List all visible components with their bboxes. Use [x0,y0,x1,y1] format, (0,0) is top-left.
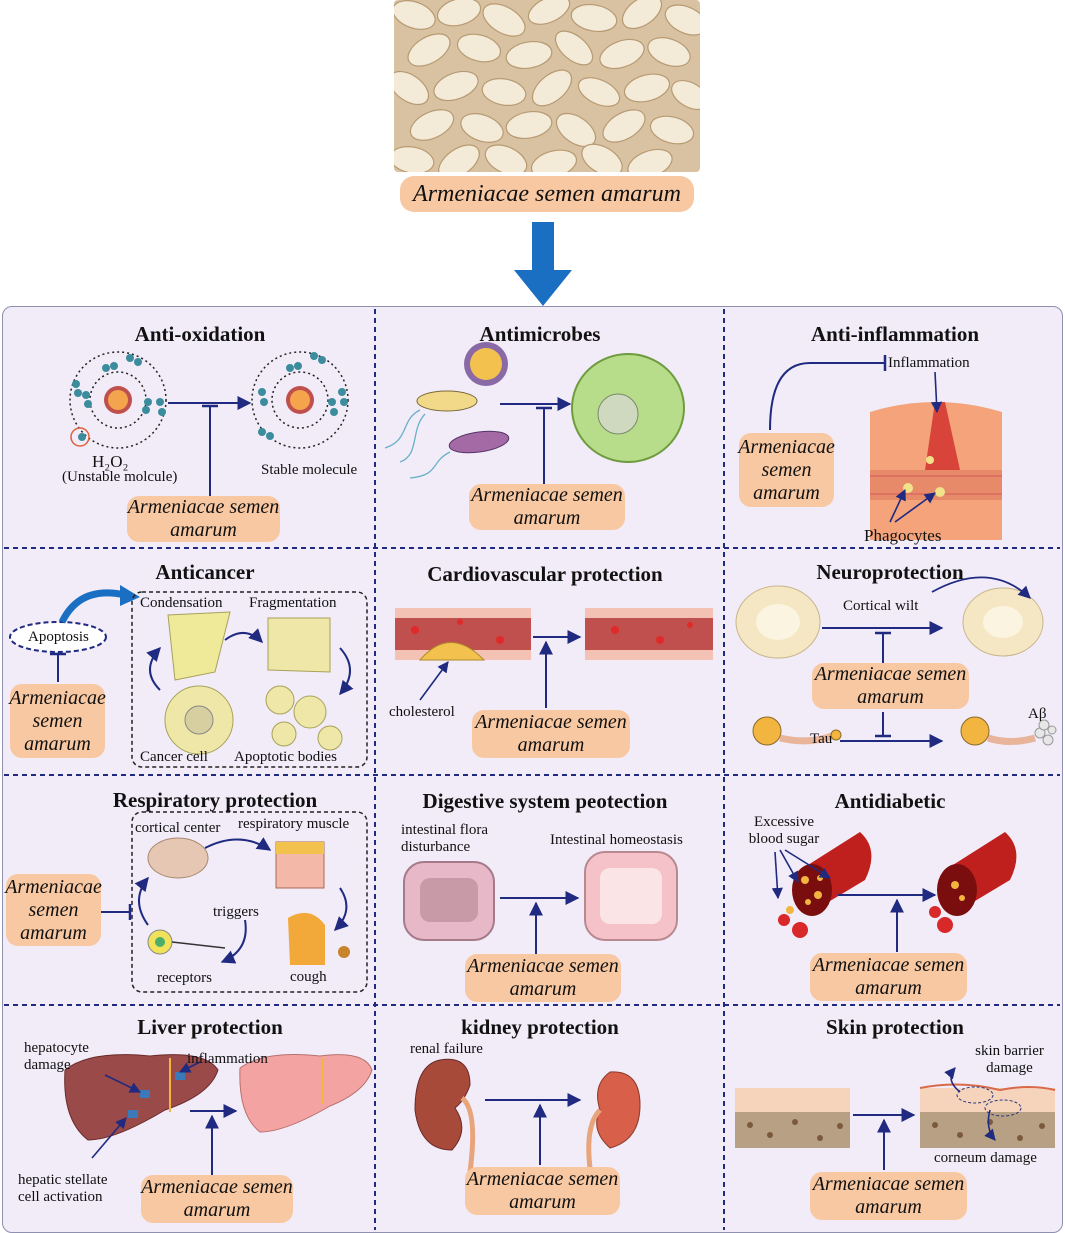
label-triggers: triggers [213,904,259,920]
label-cancer-cell: Cancer cell [140,749,208,765]
microbes-icon [384,342,510,479]
herb-pill-respiratory: Armeniacae semen amarum [5,874,102,946]
hero-herb-label: Armeniacae semen amarum [400,176,694,212]
herb-pill-liver: Armeniacae semen amarum [141,1175,293,1223]
label-phagocytes: Phagocytes [864,526,942,545]
apoptosis-arrow [58,589,126,624]
label-inflammation-liver: inflammation [187,1051,268,1067]
big-down-arrow [514,222,572,306]
label-fragmentation: Fragmentation [249,595,337,611]
herb-pill-anti-inflammation: Armeniacae semen amarum [738,433,835,507]
intestine-icon [403,851,678,941]
skin-layer-icon [735,1083,1056,1148]
title-anti-inflammation: Anti-inflammation [811,322,979,346]
herb-pill-digestive: Armeniacae semen amarum [465,954,621,1002]
herb-pill-antimicrobes: Armeniacae semen amarum [469,484,625,530]
atom-unstable-icon [69,351,167,449]
blood-vessel-sugar-icon [778,832,1017,938]
herb-pill-kidney: Armeniacae semen amarum [465,1167,620,1215]
liver-icon [64,1054,373,1141]
label-respiratory-muscle: respiratory muscle [238,816,350,832]
title-respiratory: Respiratory protection [112,788,318,812]
herb-pill-anticancer: Armeniacae semen amarum [9,684,106,758]
title-neuroprotection: Neuroprotection [816,560,964,584]
title-anticancer: Anticancer [155,560,255,584]
kidney-icon [414,1058,641,1173]
label-cough: cough [290,969,327,985]
label-apoptotic-bodies: Apoptotic bodies [234,749,337,765]
label-renal-failure: renal failure [410,1041,483,1057]
label-receptors: receptors [157,970,212,986]
herb-pill-anti-oxidation: Armeniacae semen amarum [127,496,280,542]
grid-dividers [4,309,1060,1230]
label-hepatocyte: hepatocyte damage [24,1040,89,1073]
label-inflammation: Inflammation [888,355,970,371]
title-cardiovascular: Cardiovascular protection [427,562,663,586]
kernel-photo-art [394,0,700,172]
title-anti-oxidation: Anti-oxidation [134,322,266,346]
label-cortical-wilt: Cortical wilt [843,598,919,614]
label-corneum: corneum damage [934,1150,1037,1166]
title-skin: Skin protection [826,1015,964,1039]
herb-pill-antidiabetic: Armeniacae semen amarum [810,953,967,1001]
apoptosis-box [131,591,368,768]
label-flora: intestinal flora disturbance [401,822,489,855]
label-skin-barrier: skin barrier damage [975,1043,1044,1076]
atom-stable-icon [251,351,349,449]
label-abeta: Aβ [1028,706,1047,722]
apoptosis-oval [9,621,107,653]
skin-inflammation-icon [870,402,1002,540]
label-cholesterol: cholesterol [389,704,455,720]
host-cell-icon [571,353,685,463]
label-blood-sugar: Excessive blood sugar [748,814,820,847]
label-cortical-center: cortical center [135,820,221,836]
cancer-cells-icon [164,611,343,755]
label-unstable: (Unstable molcule) [62,469,178,485]
respiratory-box [131,811,368,993]
herb-pill-cardiovascular: Armeniacae semen amarum [472,710,630,758]
label-h2o2: H₂O₂ [92,452,129,471]
respiratory-illustrations [147,837,350,965]
title-antimicrobes: Antimicrobes [479,322,601,346]
blood-vessel-icon [395,608,713,661]
title-antidiabetic: Antidiabetic [834,789,946,813]
kernel-photo [394,0,700,172]
title-digestive: Digestive system peotection [422,789,668,813]
brain-section-icon [735,585,1044,659]
label-homeostasis: Intestinal homeostasis [550,832,683,848]
herb-pill-skin: Armeniacae semen amarum [810,1172,967,1220]
title-liver: Liver protection [137,1015,283,1039]
herb-pill-neuroprotection: Armeniacae semen amarum [812,663,969,709]
label-stellate: hepatic stellate cell activation [18,1172,108,1205]
title-kidney: kidney protection [461,1015,619,1039]
label-tau: Tau [810,731,833,747]
label-apoptosis: Apoptosis [28,629,89,645]
label-stable: Stable molecule [261,462,358,478]
label-condensation: Condensation [140,595,223,611]
neuron-icon [752,716,1057,746]
